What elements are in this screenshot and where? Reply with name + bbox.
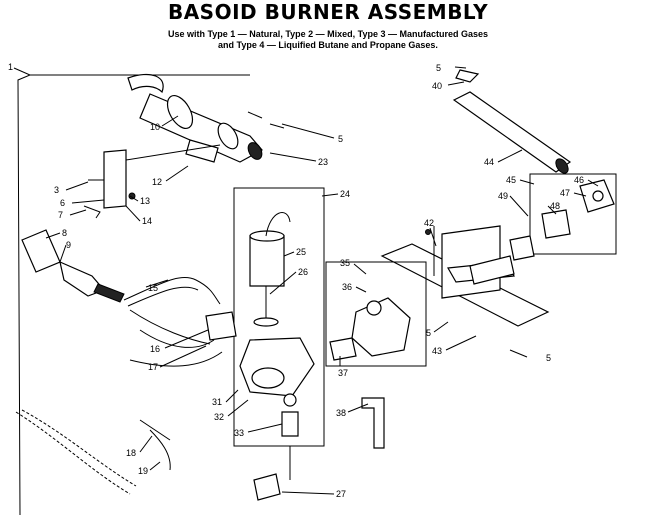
gas-tube-part	[21, 229, 221, 345]
bracket-part	[83, 144, 221, 219]
callout-5-right: 5	[546, 353, 551, 363]
callout-5-bracket: 5	[426, 328, 431, 338]
callout-44: 44	[484, 157, 494, 167]
callout-42: 42	[424, 218, 434, 228]
callout-32: 32	[214, 412, 224, 422]
callout-18: 18	[126, 448, 136, 458]
callout-labels: 1 5 40 10 5 23 12 24 44 45 46 47 49 48 3…	[8, 62, 584, 499]
callout-33: 33	[234, 428, 244, 438]
mounting-bracket-part	[325, 225, 550, 367]
callout-19: 19	[138, 466, 148, 476]
callout-5-top: 5	[436, 63, 441, 73]
callout-14: 14	[142, 216, 152, 226]
callout-27: 27	[336, 489, 346, 499]
diagram-title: BASOID BURNER ASSEMBLY	[167, 0, 489, 24]
callout-8: 8	[62, 228, 67, 238]
callout-45: 45	[506, 175, 516, 185]
main-burner-tube-part	[452, 69, 617, 285]
callout-35: 35	[340, 258, 350, 268]
callout-12: 12	[152, 177, 162, 187]
callout-10: 10	[150, 122, 160, 132]
leader-lines	[45, 66, 599, 495]
callout-7: 7	[58, 210, 63, 220]
callout-23: 23	[318, 157, 328, 167]
callout-15: 15	[148, 283, 158, 293]
callout-49: 49	[498, 191, 508, 201]
callout-1: 1	[8, 62, 13, 72]
callout-17: 17	[148, 362, 158, 372]
hose-and-knob-part	[15, 397, 385, 501]
callout-13: 13	[140, 196, 150, 206]
callout-25: 25	[296, 247, 306, 257]
callout-31: 31	[212, 397, 222, 407]
callout-6: 6	[60, 198, 65, 208]
callout-36: 36	[342, 282, 352, 292]
callout-37: 37	[338, 368, 348, 378]
callout-16: 16	[150, 344, 160, 354]
callout-9: 9	[66, 240, 71, 250]
diagram-subtitle-line-2: and Type 4 — Liquified Butane and Propan…	[218, 40, 438, 50]
callout-48: 48	[550, 201, 560, 211]
callout-5-burner: 5	[338, 134, 343, 144]
valve-assembly-box	[233, 187, 325, 447]
pilot-burner-part	[129, 311, 237, 367]
callout-40: 40	[432, 81, 442, 91]
callout-38: 38	[336, 408, 346, 418]
callout-3: 3	[54, 185, 59, 195]
burner-head-part	[127, 73, 285, 163]
callout-24: 24	[340, 189, 350, 199]
callout-46: 46	[574, 175, 584, 185]
callout-26: 26	[298, 267, 308, 277]
callout-43: 43	[432, 346, 442, 356]
callout-47: 47	[560, 188, 570, 198]
diagram-subtitle-line-1: Use with Type 1 — Natural, Type 2 — Mixe…	[167, 29, 489, 39]
